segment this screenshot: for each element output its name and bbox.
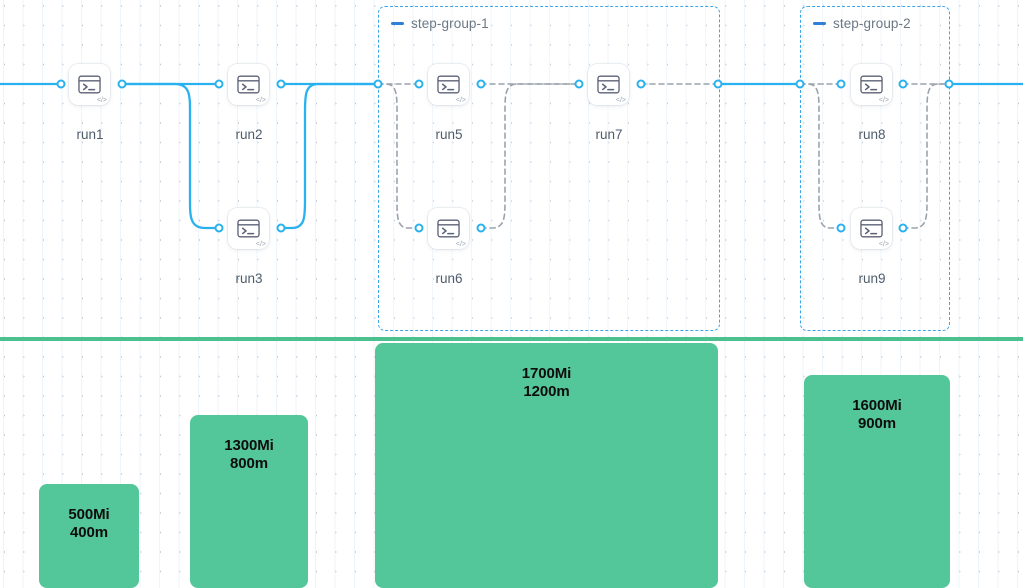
handle-run5-in[interactable] (414, 79, 424, 89)
node-run7[interactable]: </> (588, 64, 629, 105)
handle-run5-out[interactable] (476, 79, 486, 89)
node-run6[interactable]: </> (428, 208, 469, 249)
terminal-icon (237, 75, 260, 94)
node-run8[interactable]: </> (851, 64, 892, 105)
node-run9[interactable]: </> (851, 208, 892, 249)
code-badge-icon: </> (255, 241, 266, 248)
terminal-icon (597, 75, 620, 94)
resource-bar-bar-1[interactable]: 500Mi 400m (39, 484, 139, 588)
handle-run3-in[interactable] (214, 223, 224, 233)
node-run3[interactable]: </> (228, 208, 269, 249)
resource-bar-bar-3[interactable]: 1700Mi 1200m (375, 343, 718, 588)
terminal-icon (237, 219, 260, 238)
node-label-run9: run9 (858, 271, 886, 286)
node-run5[interactable]: </> (428, 64, 469, 105)
node-label-run3: run3 (235, 271, 263, 286)
code-badge-icon: </> (615, 97, 626, 104)
node-run2[interactable]: </> (228, 64, 269, 105)
handle-run3-out[interactable] (276, 223, 286, 233)
resource-bar-label: 500Mi 400m (68, 506, 110, 542)
group-title-label: step-group-2 (833, 16, 911, 31)
code-badge-icon: </> (455, 97, 466, 104)
terminal-icon (860, 75, 883, 94)
edge-run1-run3 (120, 82, 221, 230)
collapse-dash-icon[interactable] (813, 22, 826, 25)
terminal-icon (437, 219, 460, 238)
code-badge-icon: </> (455, 241, 466, 248)
handle-run2-out[interactable] (276, 79, 286, 89)
node-label-run6: run6 (435, 271, 463, 286)
collapse-dash-icon[interactable] (391, 22, 404, 25)
handle-run7-out[interactable] (636, 79, 646, 89)
section-divider (0, 337, 1023, 341)
group-title-label: step-group-1 (411, 16, 489, 31)
resource-bar-bar-4[interactable]: 1600Mi 900m (804, 375, 950, 588)
node-label-run5: run5 (435, 127, 463, 142)
handle-run6-out[interactable] (476, 223, 486, 233)
handle-group1-out[interactable] (713, 79, 723, 89)
handle-group2-in[interactable] (795, 79, 805, 89)
terminal-icon (78, 75, 101, 94)
node-label-run7: run7 (595, 127, 623, 142)
resource-bar-label: 1300Mi 800m (224, 437, 274, 473)
handle-run6-in[interactable] (414, 223, 424, 233)
handle-run1-out[interactable] (117, 79, 127, 89)
handle-run2-in[interactable] (214, 79, 224, 89)
handle-run8-in[interactable] (836, 79, 846, 89)
edge-run3-group1 (279, 82, 380, 230)
code-badge-icon: </> (255, 97, 266, 104)
code-badge-icon: </> (878, 241, 889, 248)
group-frame-step-group-1[interactable]: step-group-1 (378, 6, 720, 331)
resource-bar-label: 1700Mi 1200m (521, 365, 572, 401)
code-badge-icon: </> (878, 97, 889, 104)
group-header-step-group-1[interactable]: step-group-1 (391, 16, 489, 31)
handle-run9-out[interactable] (898, 223, 908, 233)
resource-bar-label: 1600Mi 900m (852, 397, 902, 433)
handle-run9-in[interactable] (836, 223, 846, 233)
node-run1[interactable]: </> (69, 64, 110, 105)
handle-group1-in[interactable] (373, 79, 383, 89)
handle-group2-out[interactable] (944, 79, 954, 89)
terminal-icon (860, 219, 883, 238)
handle-run1-in[interactable] (56, 79, 66, 89)
terminal-icon (437, 75, 460, 94)
code-badge-icon: </> (96, 97, 107, 104)
handle-run8-out[interactable] (898, 79, 908, 89)
node-label-run2: run2 (235, 127, 263, 142)
node-label-run1: run1 (76, 127, 104, 142)
handle-run7-in[interactable] (574, 79, 584, 89)
group-header-step-group-2[interactable]: step-group-2 (813, 16, 911, 31)
resource-bar-bar-2[interactable]: 1300Mi 800m (190, 415, 308, 588)
node-label-run8: run8 (858, 127, 886, 142)
